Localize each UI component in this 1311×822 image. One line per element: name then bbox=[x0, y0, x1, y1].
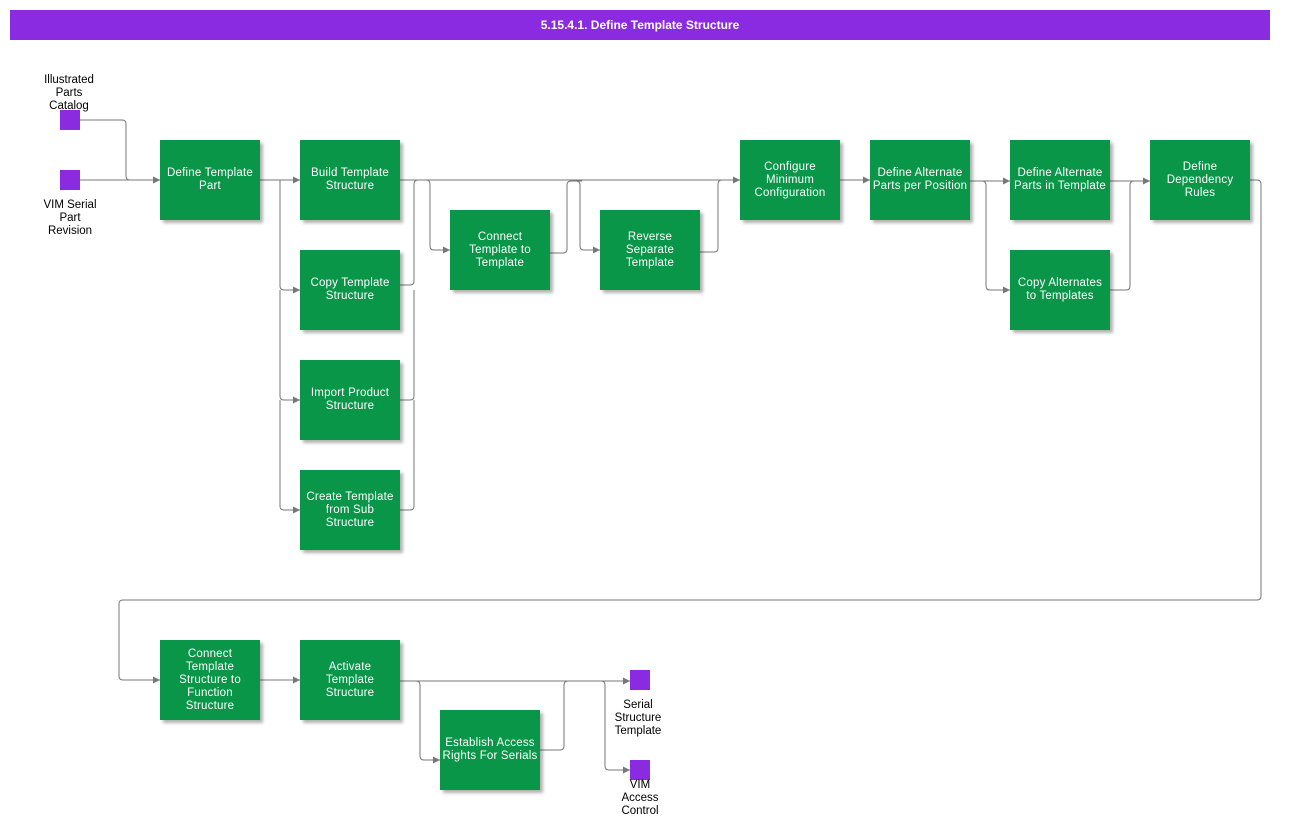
connector-to-vim-access-control bbox=[600, 680, 630, 774]
connector-dapp-to-copy-alternates bbox=[981, 180, 1010, 294]
input-label-illustrated-parts-catalog: Illustrated Parts Catalog bbox=[44, 74, 94, 112]
connector-create-merge bbox=[400, 400, 415, 511]
process-connect-template-structure-to-function-structure[interactable]: Connect Template Structure to Function S… bbox=[160, 640, 260, 720]
connector-import-merge bbox=[400, 290, 415, 401]
process-copy-alternates-to-templates[interactable]: Copy Alternates to Templates bbox=[1010, 250, 1110, 330]
connector-establish-access-back bbox=[540, 680, 569, 751]
output-label-serial-structure-template: Serial Structure Template bbox=[614, 699, 662, 737]
input-terminal-vim-serial-part-revision[interactable] bbox=[60, 170, 80, 190]
process-create-template-from-sub-structure[interactable]: Create Template from Sub Structure bbox=[300, 470, 400, 550]
connector-dtp-to-copy bbox=[279, 180, 300, 294]
connector-to-reverse-separate bbox=[575, 180, 600, 254]
connector-ddr-to-bottom-row bbox=[118, 179, 1262, 684]
process-reverse-separate-template[interactable]: Reverse Separate Template bbox=[600, 210, 700, 290]
process-activate-template-structure[interactable]: Activate Template Structure bbox=[300, 640, 400, 720]
output-terminal-serial-structure-template[interactable] bbox=[630, 670, 650, 690]
connector-copy-alternates-to-ddr bbox=[1110, 180, 1135, 291]
process-copy-template-structure[interactable]: Copy Template Structure bbox=[300, 250, 400, 330]
output-label-vim-access-control: VIM Access Control bbox=[621, 779, 659, 817]
process-define-alternate-parts-per-position[interactable]: Define Alternate Parts per Position bbox=[870, 140, 970, 220]
process-connect-template-to-template[interactable]: Connect Template to Template bbox=[450, 210, 550, 290]
diagram-title: 5.15.4.1. Define Template Structure bbox=[10, 10, 1270, 40]
connector-dtp-to-import bbox=[279, 290, 300, 404]
process-import-product-structure[interactable]: Import Product Structure bbox=[300, 360, 400, 440]
connector-activate-to-establish-access bbox=[415, 680, 440, 764]
process-define-template-part[interactable]: Define Template Part bbox=[160, 140, 260, 220]
connector-connect-template-back bbox=[550, 180, 582, 254]
input-label-vim-serial-part-revision: VIM Serial Part Revision bbox=[43, 199, 97, 237]
process-build-template-structure[interactable]: Build Template Structure bbox=[300, 140, 400, 220]
process-establish-access-rights-for-serials[interactable]: Establish Access Rights For Serials bbox=[440, 710, 540, 790]
process-configure-minimum-configuration[interactable]: Configure Minimum Configuration bbox=[740, 140, 840, 220]
process-define-alternate-parts-in-template[interactable]: Define Alternate Parts in Template bbox=[1010, 140, 1110, 220]
output-terminal-vim-access-control[interactable] bbox=[630, 760, 650, 780]
connector-reverse-separate-back bbox=[700, 179, 723, 253]
connector-to-connect-template bbox=[425, 179, 450, 254]
connector-dtp-to-create bbox=[279, 400, 300, 514]
input-terminal-illustrated-parts-catalog[interactable] bbox=[60, 110, 80, 130]
process-define-dependency-rules[interactable]: Define Dependency Rules bbox=[1150, 140, 1250, 220]
